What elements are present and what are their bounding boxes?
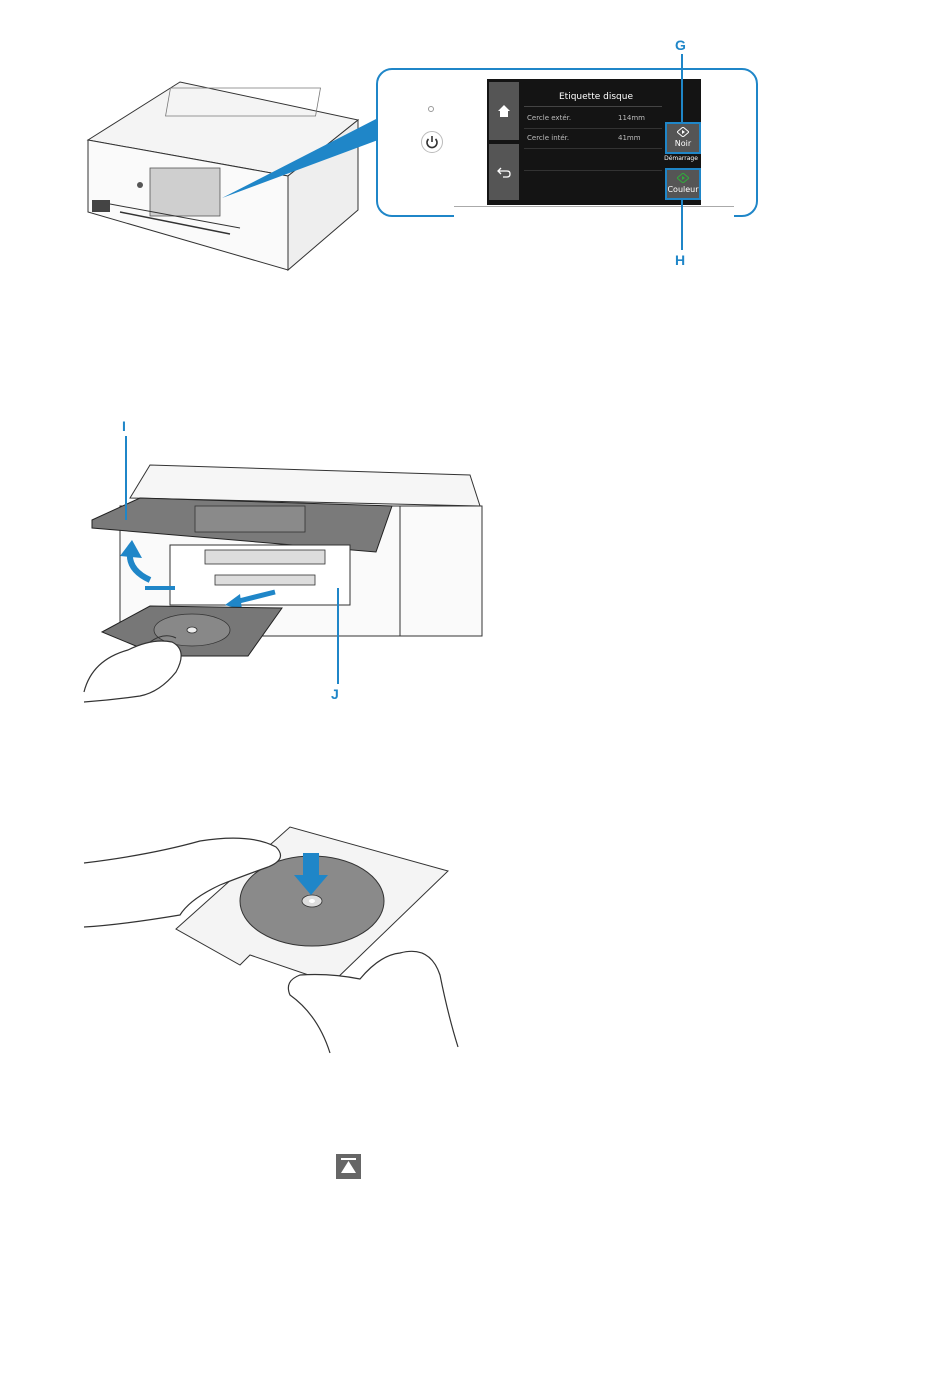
back-icon — [497, 166, 511, 178]
black-button-label: Noir — [667, 139, 699, 148]
callout-g: G — [675, 37, 686, 53]
figure-place-disc — [0, 815, 470, 1055]
row-outer-value: 114mm — [618, 114, 645, 122]
row-outer-label[interactable]: Cercle extér. — [527, 114, 571, 122]
color-start-icon — [677, 173, 689, 183]
home-icon — [497, 104, 511, 118]
screen-divider — [524, 170, 662, 171]
black-start-button[interactable]: Noir — [665, 122, 701, 154]
callout-i: I — [122, 418, 126, 434]
power-icon[interactable] — [421, 131, 443, 153]
place-disc-illustration — [0, 815, 470, 1055]
power-lamp — [428, 106, 434, 112]
panel-bottom-notch — [454, 206, 734, 217]
screen-title: Etiquette disque — [536, 92, 656, 102]
callout-h-line — [681, 198, 683, 250]
callout-j-line — [337, 588, 339, 684]
home-button[interactable] — [489, 82, 519, 140]
page-top-icon[interactable] — [336, 1154, 361, 1179]
row-inner-label[interactable]: Cercle intér. — [527, 134, 569, 142]
screen-divider — [524, 106, 662, 107]
screen-divider — [524, 148, 662, 149]
color-start-button[interactable]: Couleur — [665, 168, 701, 200]
figure-printer-panel: Etiquette disque Cercle extér. 114mm Cer… — [0, 0, 950, 290]
start-label: Démarrage — [660, 155, 702, 162]
back-button[interactable] — [489, 144, 519, 200]
screen-divider — [524, 128, 662, 129]
callout-g-line — [681, 54, 683, 122]
callout-j: J — [331, 686, 339, 702]
color-button-label: Couleur — [665, 185, 701, 194]
tray-insert-illustration — [0, 410, 520, 710]
callout-h: H — [675, 252, 685, 268]
callout-i-line — [125, 436, 127, 520]
figure-insert-tray: I J — [0, 410, 520, 710]
black-start-icon — [677, 127, 689, 137]
row-inner-value: 41mm — [618, 134, 641, 142]
